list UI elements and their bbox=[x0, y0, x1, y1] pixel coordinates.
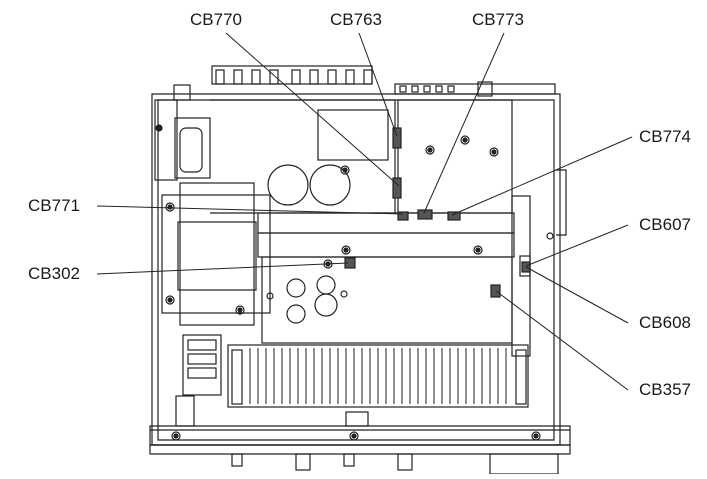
chassis-outline bbox=[149, 84, 571, 446]
left-bracket bbox=[154, 99, 211, 181]
label-cb302: CB302 bbox=[28, 264, 80, 283]
label-cb608: CB608 bbox=[639, 313, 691, 332]
label-cb771: CB771 bbox=[28, 196, 80, 215]
transformer bbox=[161, 182, 271, 326]
front-panel bbox=[149, 395, 571, 475]
label-cb607: CB607 bbox=[639, 215, 691, 234]
label-cb770: CB770 bbox=[190, 10, 242, 29]
label-cb773: CB773 bbox=[472, 10, 524, 29]
amp-board bbox=[261, 256, 513, 344]
heat-sink bbox=[182, 334, 529, 408]
label-cb763: CB763 bbox=[330, 10, 382, 29]
label-cb774: CB774 bbox=[639, 127, 691, 146]
label-cb357: CB357 bbox=[639, 380, 691, 399]
leader-lines bbox=[96, 32, 633, 391]
right-strip bbox=[511, 195, 554, 357]
rear-terminals bbox=[211, 65, 556, 97]
middle-rail bbox=[257, 212, 515, 258]
